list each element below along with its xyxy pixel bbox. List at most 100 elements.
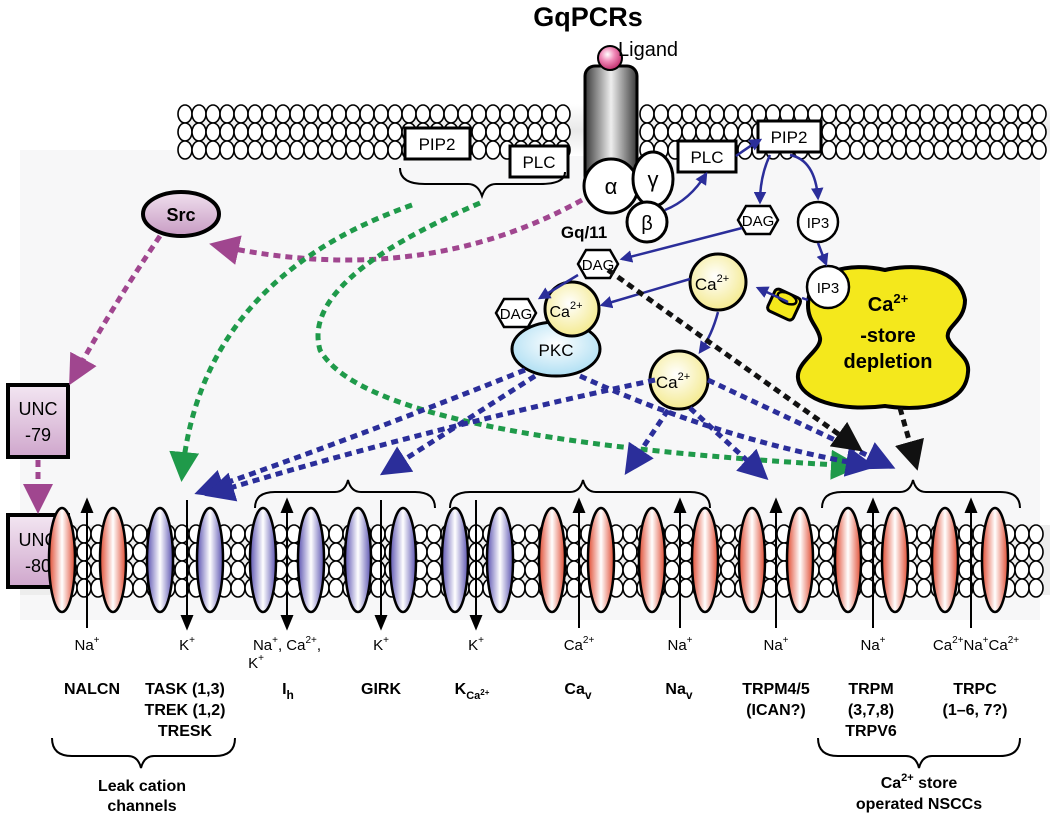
lipid-head <box>818 578 834 598</box>
dag-to-trpc-arrow <box>606 267 863 452</box>
pip2-to-ip3-arrow <box>789 153 824 201</box>
lipid-head <box>219 140 235 160</box>
plc-to-pip2-arrow <box>735 138 763 158</box>
g-beta-label: β <box>641 213 653 235</box>
lipid-head <box>132 578 148 598</box>
efflux-arrowhead <box>180 615 194 631</box>
name-tresk: TRESK <box>158 723 213 740</box>
channel-subunit-red <box>980 506 1010 614</box>
ion-na-v: Na+ <box>667 635 692 654</box>
lipid-head <box>457 104 473 124</box>
lipid-head <box>664 560 680 580</box>
influx-arrowhead <box>280 497 294 513</box>
pkc-complex: PKC DAG Ca2+ <box>494 280 602 378</box>
lipid-head <box>289 122 305 142</box>
lipid-head <box>877 140 893 160</box>
name-trpm45-1: TRPM4/5 <box>742 681 810 698</box>
ip3-label-2: IP3 <box>817 280 840 297</box>
pkc-to-girk-arrow <box>379 373 537 476</box>
channel-subunit-blue <box>248 506 278 614</box>
lipid-head <box>191 140 207 160</box>
lipid-head <box>373 140 389 160</box>
lipid-head <box>261 122 277 142</box>
lipid-head <box>989 140 1005 160</box>
store-line1: Ca2+ <box>868 291 909 316</box>
ion-na-1: Na+ <box>74 635 99 654</box>
ca-circle-3: Ca2+ <box>648 349 710 411</box>
lipid-head <box>247 140 263 160</box>
lipid-head <box>132 542 148 562</box>
lipid-head <box>849 122 865 142</box>
lipid-head <box>387 104 403 124</box>
lipid-head <box>331 122 347 142</box>
lipid-head <box>737 104 753 124</box>
lipid-head <box>401 104 417 124</box>
name-nav: Nav <box>665 681 692 702</box>
store-line2: -store <box>860 325 916 347</box>
influx-arrowhead <box>769 497 783 513</box>
diagram-title: GqPCRs <box>533 2 643 32</box>
pip2-label-left: PIP2 <box>419 135 456 154</box>
lipid-head <box>695 104 711 124</box>
leak-label-1: Leak cation <box>98 778 186 795</box>
store-to-ca-arrow <box>755 286 789 304</box>
lipid-head <box>905 122 921 142</box>
lipid-head <box>219 122 235 142</box>
channel-brackets <box>254 479 1021 509</box>
ip3-circle-2: IP3 <box>805 264 851 310</box>
lipid-head <box>387 122 403 142</box>
efflux-arrowhead <box>469 615 483 631</box>
channel-subunit-red <box>880 506 910 614</box>
lipid-head <box>1003 140 1019 160</box>
lipid-head <box>275 122 291 142</box>
ca-to-trpm45-arrow <box>688 406 769 481</box>
ip3-circle-1: IP3 <box>796 200 840 244</box>
lipid-head <box>205 140 221 160</box>
lipid-head <box>275 140 291 160</box>
lipid-head <box>191 122 207 142</box>
lipid-head <box>359 140 375 160</box>
lipid-head <box>524 560 540 580</box>
plc-label-right: PLC <box>690 148 723 167</box>
lipid-head <box>849 140 865 160</box>
dag-label-1: DAG <box>742 213 775 230</box>
lipid-head <box>555 122 571 142</box>
lipid-head <box>1031 122 1047 142</box>
lipid-head <box>443 104 459 124</box>
channel-subunit-red <box>537 506 567 614</box>
lipid-head <box>471 104 487 124</box>
lipid-head <box>835 140 851 160</box>
lipid-head <box>835 104 851 124</box>
lipid-head <box>947 122 963 142</box>
lipid-head <box>132 560 148 580</box>
unc79-line1: UNC <box>19 399 58 419</box>
pip2-box-left <box>403 126 472 161</box>
lipid-head <box>919 122 935 142</box>
influx-arrowhead <box>964 497 978 513</box>
lipid-head <box>513 122 529 142</box>
lipid-head <box>916 560 932 580</box>
ca-label-3: Ca2+ <box>656 371 690 392</box>
lipid-head <box>975 104 991 124</box>
lipid-head <box>230 560 246 580</box>
lipid-head <box>877 104 893 124</box>
channel-subunit-blue <box>195 506 225 614</box>
name-trpm-1: TRPM <box>848 681 893 698</box>
lipid-head <box>328 560 344 580</box>
lipid-head <box>331 104 347 124</box>
lipid-head <box>1014 578 1030 598</box>
name-nalcn: NALCN <box>64 681 120 698</box>
lipid-head <box>933 104 949 124</box>
ion-ca-v: Ca2+ <box>564 635 595 654</box>
lipid-head <box>426 542 442 562</box>
lipid-head <box>681 104 697 124</box>
pip2-to-dag-arrow <box>753 154 772 205</box>
channel-subunit-red <box>586 506 616 614</box>
channel-subunit-red <box>785 506 815 614</box>
ion-k-3: K+ <box>468 635 484 654</box>
lipid-head <box>1017 104 1033 124</box>
lipid-head <box>891 104 907 124</box>
ca-circle-1: Ca2+ <box>688 252 748 312</box>
lipid-head <box>370 560 386 580</box>
lipid-head <box>905 104 921 124</box>
